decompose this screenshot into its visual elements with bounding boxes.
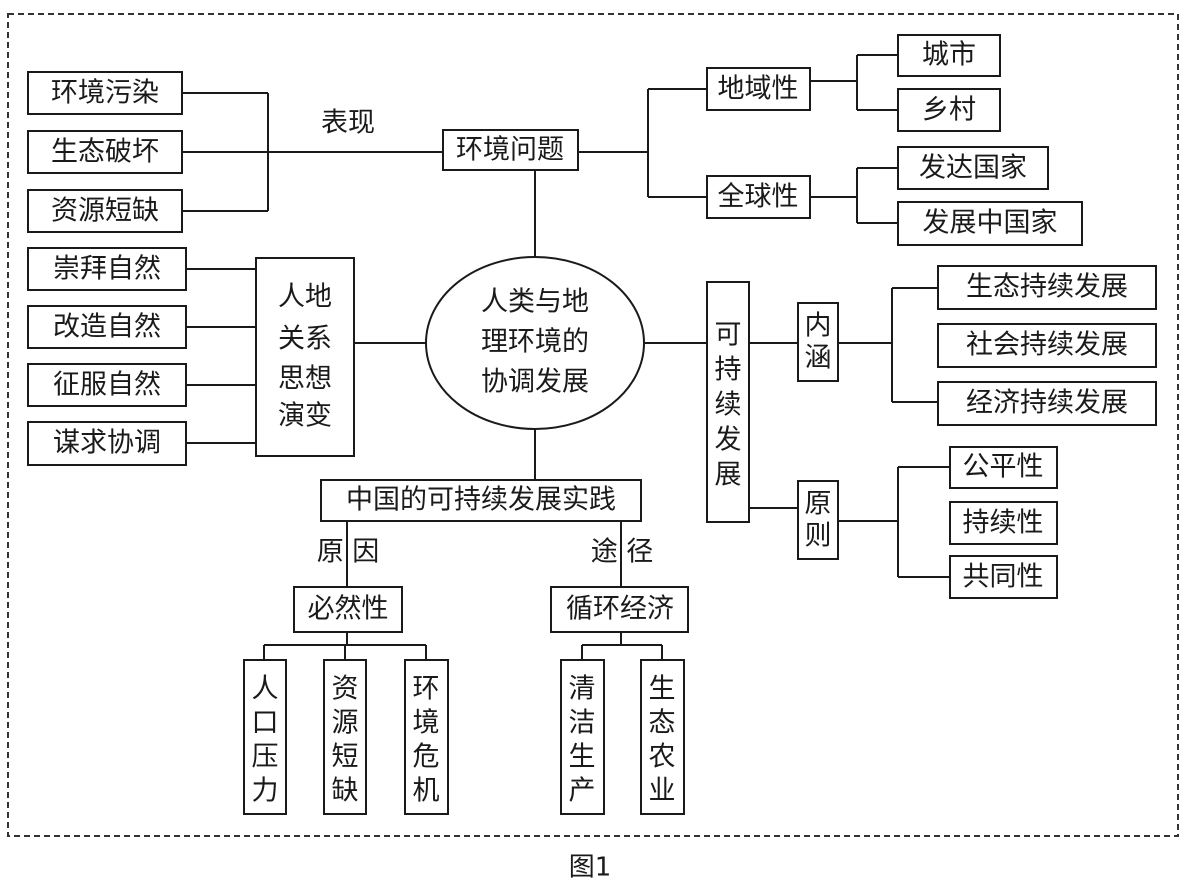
sustain-title-vertical: 可持续发展 [715,320,742,491]
regional-item-label: 乡村 [922,95,976,126]
principle-item-label: 公平性 [963,452,1044,483]
necessity-node: 必然性 [293,586,403,633]
regional-label: 地域性 [718,74,799,105]
manifestation-nodes: 环境污染 生态破坏 资源短缺 [27,71,183,233]
vertical-char: 压 [252,742,279,773]
manifestation-label: 生态破坏 [51,137,159,168]
vertical-char: 产 [569,776,596,807]
connotation-node: 内涵 [797,302,839,382]
principle-node: 原则 [797,480,839,560]
vertical-char: 人 [252,674,279,705]
vertical-char: 展 [715,460,742,491]
global-label: 全球性 [718,182,799,213]
vertical-char: 生 [649,674,676,705]
thought-stage-nodes: 崇拜自然 改造自然 征服自然 谋求协调 [27,247,187,466]
connotation-item-label: 社会持续发展 [966,330,1128,361]
manifestation-link-label: 表现 [321,108,375,139]
center-line-2: 理环境的 [481,327,589,358]
regional-item-label: 城市 [922,40,976,71]
manifestation-label: 资源短缺 [51,196,159,227]
necessity-label: 必然性 [308,594,389,625]
vertical-char: 涵 [805,343,832,374]
global-item-label: 发达国家 [919,153,1027,184]
center-line-3: 协调发展 [481,367,589,398]
vertical-char: 原 [805,489,832,520]
vertical-char: 清 [569,674,596,705]
global-node: 全球性 [706,175,811,219]
global-items: 发达国家 发展中国家 [897,146,1083,246]
circular-economy-label: 循环经济 [566,594,674,625]
connector-lines [182,54,950,660]
center-node: 人类与地 理环境的 协调发展 [425,256,645,430]
thought-node: 人地 关系 思想 演变 [255,257,355,457]
reason-link-label: 原 因 [317,537,380,568]
principle-label-vertical: 原则 [805,489,832,552]
center-line-1: 人类与地 [481,287,589,318]
dashed-border [7,13,1179,837]
sustain-node: 可持续发展 [706,281,750,523]
connotation-item-label: 经济持续发展 [966,388,1128,419]
vertical-char: 内 [805,311,832,342]
vertical-char: 可 [715,320,742,351]
manifestation-label: 环境污染 [51,78,159,109]
thought-stage-label: 崇拜自然 [53,254,161,285]
vertical-char: 发 [715,425,742,456]
thought-stage-label: 改造自然 [53,312,161,343]
principle-item-label: 持续性 [963,508,1044,539]
vertical-char: 生 [569,742,596,773]
env-problem-label: 环境问题 [456,135,564,166]
thought-title-line: 关系 [278,324,332,355]
vertical-char: 缺 [332,776,359,807]
env-problem-node: 环境问题 [442,129,579,171]
necessity-item-vertical: 资源短缺 [332,674,359,807]
connotation-item-label: 生态持续发展 [966,272,1128,303]
vertical-char: 资 [332,674,359,705]
global-item-label: 发展中国家 [923,208,1058,239]
vertical-char: 则 [805,521,832,552]
thought-title-line: 人地 [278,282,332,313]
china-practice-node: 中国的可持续发展实践 [320,479,642,522]
china-practice-label: 中国的可持续发展实践 [346,485,616,516]
thought-title-line: 演变 [278,401,332,432]
vertical-char: 持 [715,355,742,386]
vertical-char: 境 [413,708,440,739]
vertical-char: 洁 [569,708,596,739]
principle-item-label: 共同性 [963,562,1044,593]
circular-economy-node: 循环经济 [550,586,689,633]
vertical-char: 短 [332,742,359,773]
vertical-char: 机 [413,776,440,807]
path-link-label: 途 径 [591,537,654,568]
vertical-char: 危 [413,742,440,773]
vertical-char: 力 [252,776,279,807]
vertical-char: 口 [252,708,279,739]
connotation-label-vertical: 内涵 [805,311,832,374]
regional-items: 城市 乡村 [897,34,1001,132]
figure-caption: 图1 [569,853,612,883]
vertical-char: 环 [413,674,440,705]
vertical-char: 态 [649,708,676,739]
thought-title-line: 思想 [278,364,332,395]
vertical-char: 农 [649,742,676,773]
thought-stage-label: 谋求协调 [53,428,161,459]
vertical-char: 业 [649,776,676,807]
vertical-char: 续 [715,390,742,421]
connotation-items: 生态持续发展 社会持续发展 经济持续发展 [937,265,1157,426]
thought-stage-label: 征服自然 [53,370,161,401]
vertical-char: 源 [332,708,359,739]
regional-node: 地域性 [706,67,811,111]
principle-items: 公平性 持续性 共同性 [949,446,1058,599]
